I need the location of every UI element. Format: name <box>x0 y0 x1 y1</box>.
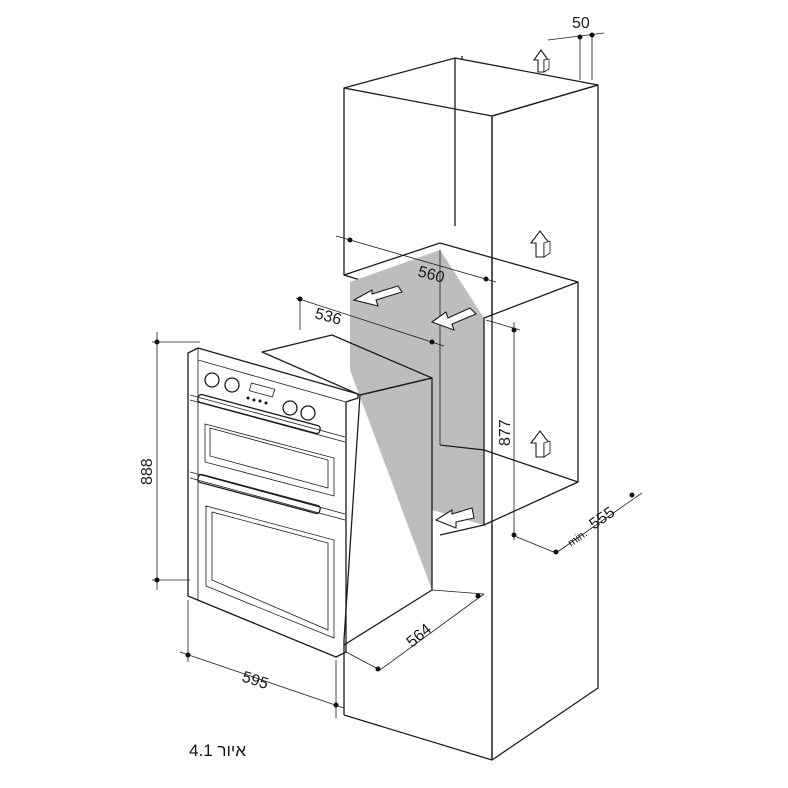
dim-inner-width: 536 <box>313 305 343 328</box>
arrow-up-icon <box>529 230 551 258</box>
dim-min-label: min. <box>566 528 590 550</box>
airflow-arrows <box>352 49 551 529</box>
arrow-up-icon <box>529 430 551 458</box>
display-panel <box>248 382 276 398</box>
oven-body-side <box>343 377 433 646</box>
niche-left-wall <box>350 250 440 590</box>
dim-oven-width: 595 <box>240 669 271 693</box>
dim-cabinet-width: 560 <box>416 263 446 286</box>
knob-1 <box>204 372 220 388</box>
button-dot <box>264 401 268 405</box>
upper-door-handle <box>197 393 321 435</box>
lower-door-window <box>211 511 329 631</box>
lower-door-top <box>189 477 346 521</box>
button-dot <box>258 399 262 403</box>
oven <box>187 334 433 658</box>
niche-floor-front <box>439 524 485 536</box>
dim-oven-height: 888 <box>139 458 156 485</box>
airflow-arrow-icon <box>352 285 403 307</box>
dim-depth-555: 555 <box>587 504 619 533</box>
dim-height-877: 877 <box>497 419 514 446</box>
button-dot <box>246 396 250 400</box>
lower-door-handle <box>197 473 321 515</box>
cabinet-bottom-edge <box>343 714 493 761</box>
knob-3 <box>282 400 298 416</box>
lower-door-window-frame <box>205 505 335 639</box>
upper-door-window-frame <box>204 423 335 497</box>
dim-top-gap: 50 <box>572 15 590 32</box>
airflow-arrow-icon <box>434 507 475 529</box>
niche-lower-wall <box>432 445 484 525</box>
dim-oven-depth: 564 <box>404 621 435 651</box>
button-dot <box>252 398 256 402</box>
niche-right-side <box>483 282 579 526</box>
cabinet-top <box>343 57 599 117</box>
dimension-lines <box>152 32 643 718</box>
tall-cabinet <box>343 56 599 761</box>
niche-floor <box>439 444 579 483</box>
knob-2 <box>224 377 240 393</box>
upper-door-window <box>209 427 329 489</box>
knob-4 <box>300 405 316 421</box>
airflow-arrow-icon <box>430 307 477 331</box>
figure-caption: איור 4.1 <box>189 741 246 760</box>
control-panel-line <box>189 394 346 438</box>
arrow-up-icon <box>532 49 550 73</box>
